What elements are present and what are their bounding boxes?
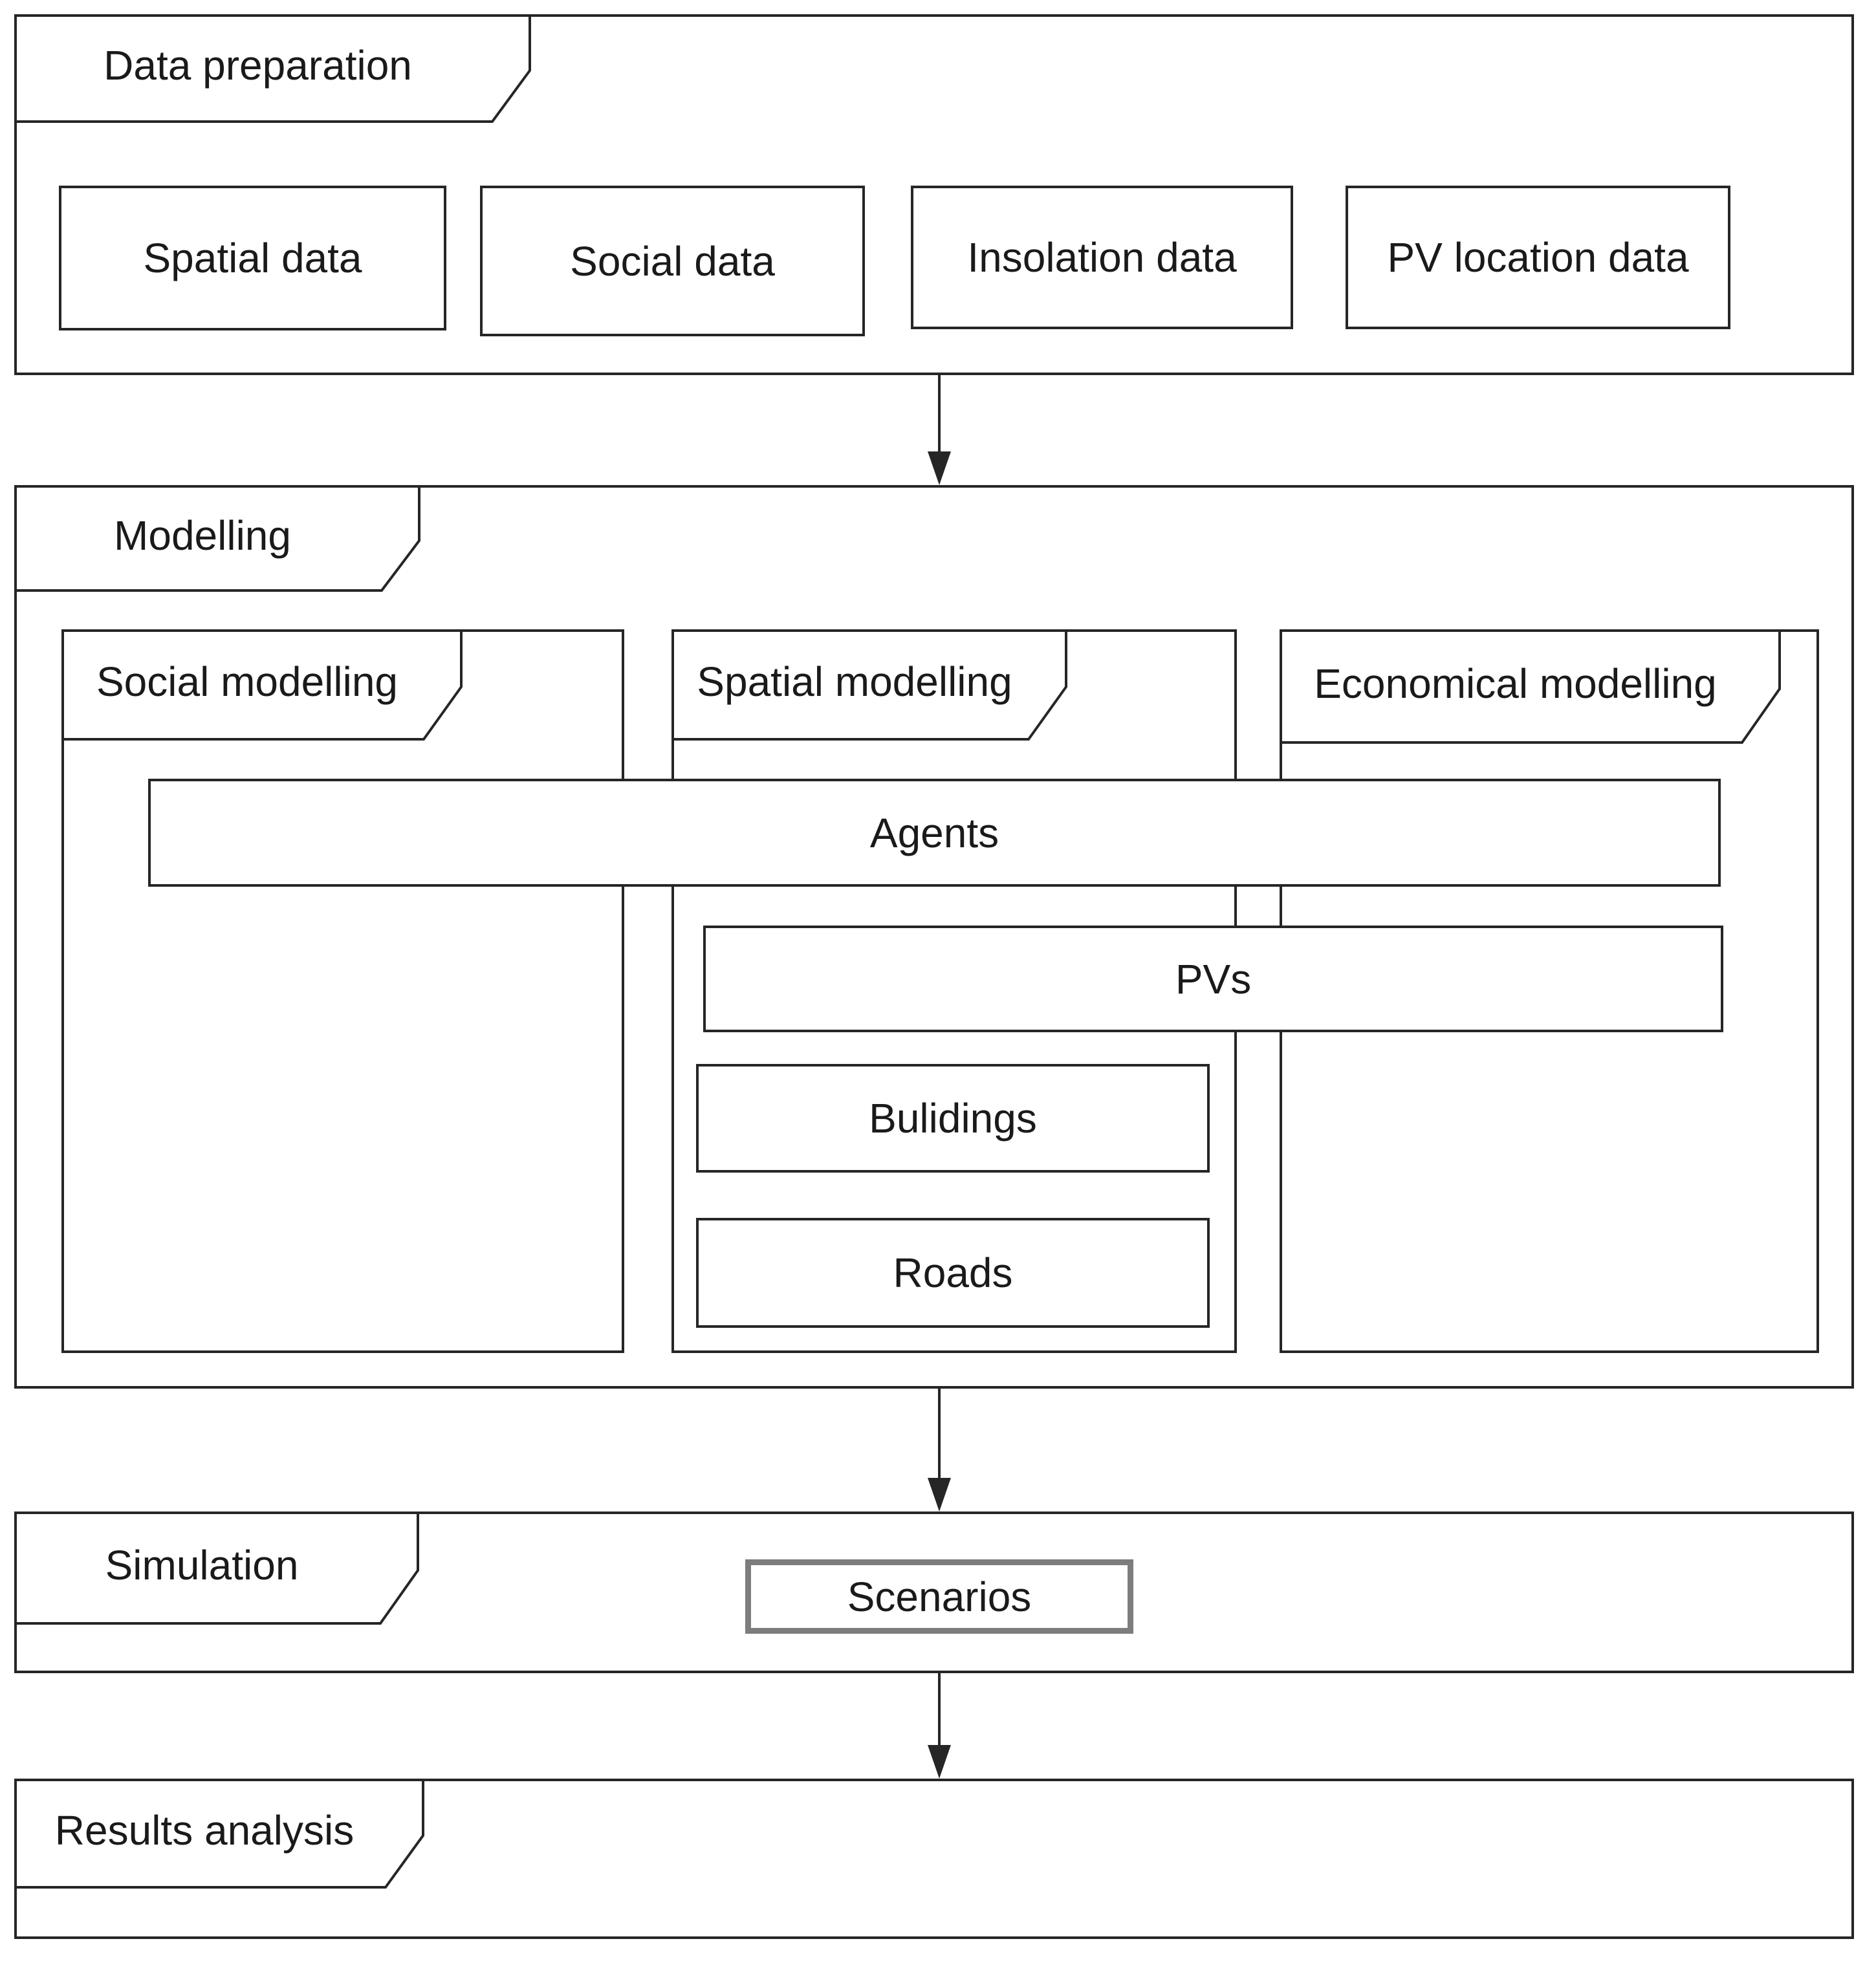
tab-results-analysis: Results analysis (14, 1779, 424, 1889)
tab-economical-modelling: Economical modelling (1280, 629, 1781, 744)
box-roads: Roads (696, 1218, 1210, 1328)
arrow-line (938, 1389, 941, 1480)
tab-shape (671, 629, 1067, 741)
box-insolation-data: Insolation data (911, 186, 1293, 329)
subsection-title: Social modelling (96, 658, 398, 705)
arrow-head-icon (928, 1745, 951, 1779)
connector-modelling-to-simulation (926, 1389, 952, 1511)
section-title: Modelling (114, 512, 291, 559)
section-title: Results analysis (54, 1807, 354, 1854)
box-scenarios: Scenarios (745, 1559, 1133, 1634)
tab-shape (14, 1511, 419, 1625)
section-title: Simulation (105, 1541, 299, 1588)
box-agents: Agents (148, 779, 1721, 887)
subsection-title: Spatial modelling (697, 658, 1012, 705)
tab-shape (61, 629, 463, 741)
connector-data-preparation-to-modelling (926, 375, 952, 485)
tab-spatial-modelling: Spatial modelling (671, 629, 1067, 741)
subsection-social-modelling (61, 629, 624, 1353)
tab-shape (14, 14, 531, 123)
tab-social-modelling: Social modelling (61, 629, 463, 741)
subsection-title: Economical modelling (1314, 660, 1717, 707)
arrow-line (938, 375, 941, 454)
tab-data-preparation: Data preparation (14, 14, 531, 123)
box-pvs: PVs (703, 926, 1723, 1032)
box-spatial-data: Spatial data (59, 186, 446, 330)
arrow-line (938, 1673, 941, 1748)
tab-shape (14, 1779, 424, 1889)
tab-shape (14, 485, 420, 592)
tab-modelling: Modelling (14, 485, 420, 592)
connector-simulation-to-results (926, 1673, 952, 1779)
section-title: Data preparation (104, 42, 412, 89)
arrow-head-icon (928, 1478, 951, 1511)
box-buildings: Bulidings (696, 1064, 1210, 1173)
box-pv-location-data: PV location data (1346, 186, 1730, 329)
tab-shape (1280, 629, 1781, 744)
tab-simulation: Simulation (14, 1511, 419, 1625)
box-social-data: Social data (480, 186, 865, 336)
arrow-head-icon (928, 451, 951, 485)
